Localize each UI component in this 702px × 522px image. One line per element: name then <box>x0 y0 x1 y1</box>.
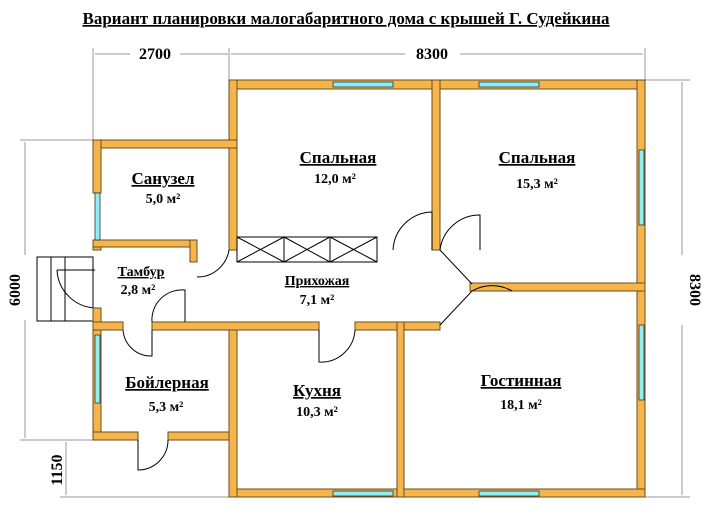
room-name-living: Гостинная <box>481 371 562 390</box>
room-area-living: 18,1 м² <box>500 398 542 413</box>
room-name-tambur: Тамбур <box>118 265 165 280</box>
doors <box>122 211 513 471</box>
room-name-sanuzel: Санузел <box>132 169 195 188</box>
porch-steps <box>36 256 96 322</box>
plan-title: Вариант планировки малогабаритного дома … <box>82 9 610 28</box>
room-area-kitchen: 10,3 м² <box>296 405 338 420</box>
dim-bottom-left: 1150 <box>49 454 66 485</box>
dimension-lines <box>20 48 690 498</box>
walls <box>92 79 646 498</box>
room-area-hallway: 7,1 м² <box>300 293 335 308</box>
room-area-tambur: 2,8 м² <box>121 283 156 298</box>
windows <box>94 81 645 497</box>
room-area-boiler: 5,3 м² <box>149 400 184 415</box>
room-area-bedroom-2: 15,3 м² <box>516 177 558 192</box>
room-name-boiler: Бойлерная <box>125 373 209 392</box>
dim-left: 6000 <box>7 274 24 306</box>
dim-right: 8300 <box>686 274 702 306</box>
room-name-kitchen: Кухня <box>293 381 341 400</box>
room-area-bedroom-1: 12,0 м² <box>314 172 356 187</box>
room-name-hallway: Прихожая <box>285 274 350 289</box>
room-name-bedroom-2: Спальная <box>499 148 576 167</box>
room-name-bedroom-1: Спальная <box>300 148 377 167</box>
dim-top-left: 2700 <box>139 46 171 63</box>
wardrobe <box>236 236 378 263</box>
dim-top-right: 8300 <box>416 46 448 63</box>
room-area-sanuzel: 5,0 м² <box>146 192 181 207</box>
